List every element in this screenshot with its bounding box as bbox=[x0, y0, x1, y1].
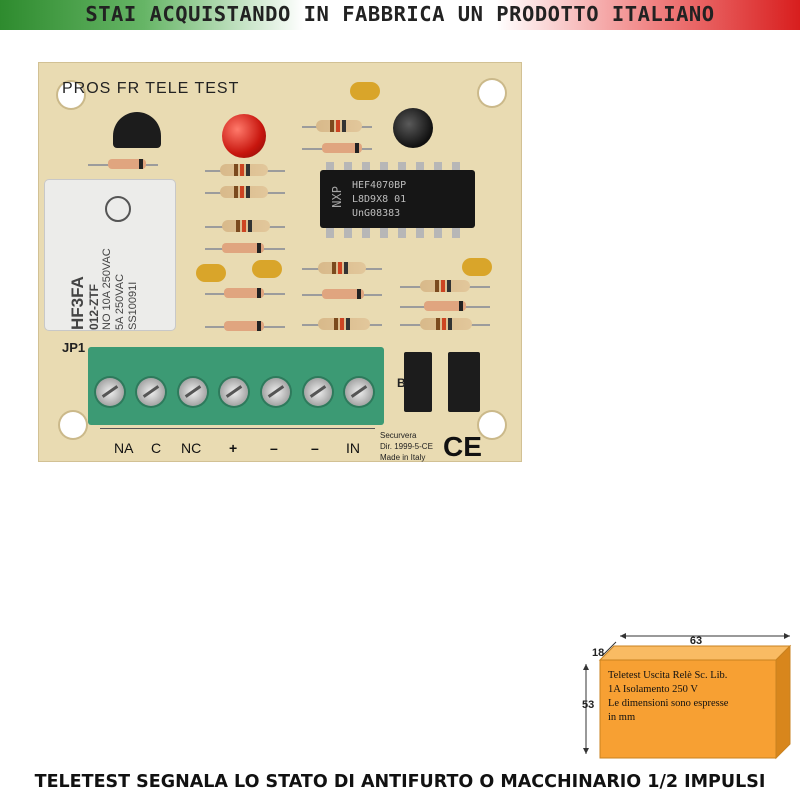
terminal-label-in: IN bbox=[346, 440, 360, 456]
electrolytic-capacitor bbox=[393, 108, 433, 148]
terminal-label-minus-2: – bbox=[311, 440, 319, 456]
relay-rating-2: 5A 250VAC bbox=[114, 273, 126, 330]
terminal-screw-plus[interactable] bbox=[220, 378, 248, 406]
ceramic-capacitor bbox=[196, 264, 226, 282]
depth-dimension-line bbox=[601, 641, 617, 657]
italian-flag-banner bbox=[0, 0, 800, 30]
maker-origin: Made in Italy bbox=[380, 453, 426, 462]
terminal-screw-minus[interactable] bbox=[262, 378, 290, 406]
relay bbox=[45, 180, 175, 330]
red-led bbox=[222, 114, 266, 158]
ceramic-capacitor bbox=[350, 82, 380, 100]
relay-rating-1: NO 10A 250VAC bbox=[101, 248, 113, 330]
maker-directive: Dir. 1999-5-CE bbox=[380, 442, 433, 451]
ic-lot-code: L8D9X8 01 bbox=[352, 194, 407, 205]
ceramic-capacitor bbox=[462, 258, 492, 276]
arrow-icon bbox=[620, 633, 626, 639]
ic-chip bbox=[320, 170, 475, 228]
ic-logo: NXP bbox=[330, 186, 344, 208]
terminal-label-c: C bbox=[151, 440, 162, 456]
ic-pins bbox=[326, 162, 470, 172]
width-label: 63 bbox=[690, 635, 702, 647]
jumper-label: B bbox=[397, 376, 406, 390]
resistor bbox=[420, 280, 470, 292]
terminal-label-plus: + bbox=[229, 440, 238, 456]
mounting-hole bbox=[479, 80, 505, 106]
diode bbox=[322, 143, 362, 153]
arrow-icon bbox=[784, 633, 790, 639]
height-label: 53 bbox=[582, 699, 594, 711]
terminal-screw-in[interactable] bbox=[345, 378, 373, 406]
box-description-2: 1A Isolamento 250 V bbox=[608, 684, 698, 695]
resistor bbox=[420, 318, 472, 330]
ic-date-code: UnG08383 bbox=[352, 208, 401, 219]
relay-code: 012-ZTF bbox=[87, 283, 101, 330]
mounting-hole bbox=[479, 412, 505, 438]
ceramic-capacitor bbox=[252, 260, 282, 278]
jumper-block-right[interactable] bbox=[448, 352, 480, 412]
diode bbox=[424, 301, 466, 311]
relay-logo-icon bbox=[105, 196, 131, 222]
diode bbox=[322, 289, 364, 299]
transistor bbox=[113, 112, 161, 148]
jumper-header-label: JP1 bbox=[62, 340, 86, 355]
ic-part-number: HEF4070BP bbox=[352, 180, 407, 191]
box-top-face bbox=[598, 645, 792, 661]
mounting-hole bbox=[58, 82, 84, 108]
diode bbox=[224, 288, 264, 298]
box-front-face bbox=[599, 659, 777, 759]
terminal-screw-c[interactable] bbox=[137, 378, 165, 406]
resistor bbox=[318, 318, 370, 330]
banner-title: STAI ACQUISTANDO IN FABBRICA UN PRODOTTO… bbox=[85, 2, 715, 26]
diode bbox=[108, 159, 146, 169]
diode bbox=[222, 243, 264, 253]
maker-name: Securvera bbox=[380, 431, 417, 440]
depth-label: 18 bbox=[592, 647, 604, 659]
box-description-3: Le dimensioni sono espresse bbox=[608, 698, 729, 709]
diode bbox=[224, 321, 264, 331]
resistor bbox=[220, 186, 268, 198]
resistor bbox=[318, 262, 366, 274]
terminal-label-na: NA bbox=[114, 440, 134, 456]
relay-markings: HF3FA 012-ZTF NO 10A 250VAC 5A 250VAC SS… bbox=[68, 180, 198, 330]
terminal-screw-na[interactable] bbox=[96, 378, 124, 406]
box-side-face bbox=[775, 644, 791, 760]
terminal-screw-minus-2[interactable] bbox=[304, 378, 332, 406]
terminal-screw-nc[interactable] bbox=[179, 378, 207, 406]
terminal-label-minus: – bbox=[270, 440, 278, 456]
box-description-1: Teletest Uscita Relè Sc. Lib. bbox=[608, 670, 727, 681]
resistor bbox=[220, 164, 268, 176]
resistor bbox=[316, 120, 362, 132]
ic-pins bbox=[326, 228, 470, 238]
terminal-label-nc: NC bbox=[181, 440, 202, 456]
mounting-hole bbox=[60, 412, 86, 438]
jumper-block-left[interactable] bbox=[404, 352, 432, 412]
ce-mark-logo: CE bbox=[443, 431, 482, 462]
board-silkscreen-title: PROS FR TELE TEST bbox=[62, 80, 240, 97]
arrow-icon bbox=[583, 748, 589, 754]
dimension-box-diagram: 63 18 53 Teletest Uscita Relè Sc. Lib. 1… bbox=[582, 633, 792, 760]
arrow-icon bbox=[583, 664, 589, 670]
relay-model: HF3FA bbox=[68, 276, 87, 330]
terminal-label-strip bbox=[100, 428, 375, 461]
relay-mark: SS10091I bbox=[127, 281, 139, 330]
bottom-caption: TELETEST SEGNALA LO STATO DI ANTIFURTO O… bbox=[34, 772, 766, 792]
box-description-4: in mm bbox=[608, 712, 635, 723]
resistor bbox=[222, 220, 270, 232]
